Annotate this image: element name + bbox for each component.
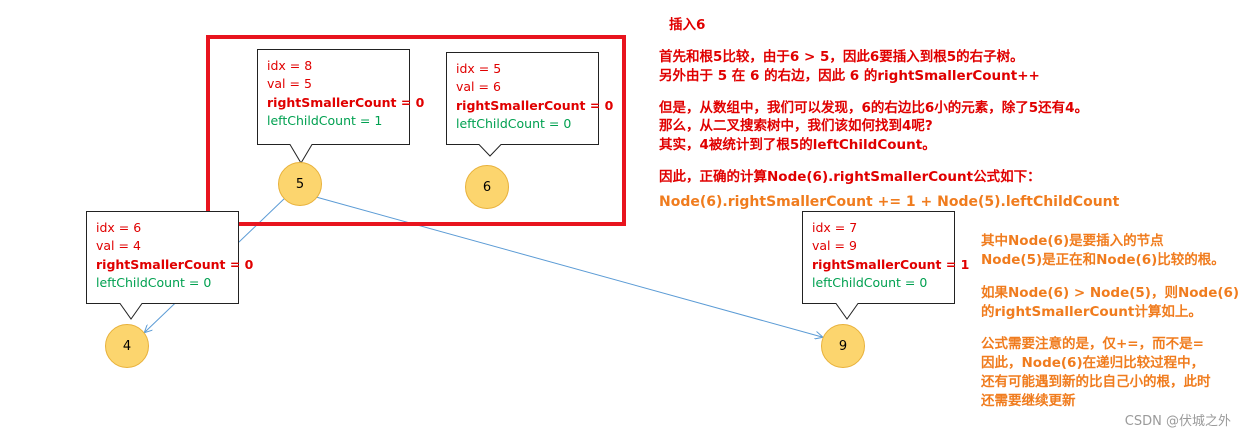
callout-bubble-shape	[446, 52, 599, 157]
note-line	[659, 155, 1088, 169]
explanation-red-notes: 插入6 首先和根5比较，由于6 > 5，因此6要插入到根5的右子树。 另外由于 …	[659, 16, 1088, 187]
note-line: 另外由于 5 在 6 的右边，因此 6 的rightSmallerCount++	[659, 67, 1040, 84]
note-line	[981, 270, 1239, 284]
node-5-left-child-count: leftChildCount = 1	[267, 112, 383, 128]
edge-5-to-9	[315, 196, 822, 337]
note-line	[981, 322, 1239, 336]
node-6-left-child-count: leftChildCount = 0	[456, 115, 572, 131]
comparison-highlight-box	[206, 35, 626, 226]
callout-bubble-shape	[86, 211, 239, 320]
node-4-idx: idx = 6	[96, 220, 142, 235]
callout-bubble-shape	[257, 49, 410, 164]
note-line: 那么，从二叉搜索树中，我们该如何找到4呢?	[659, 118, 933, 135]
note-line: 其中Node(6)是要插入的节点	[981, 233, 1164, 249]
node-9-val: val = 9	[812, 238, 857, 254]
tree-node-4: 4	[105, 324, 149, 368]
node-9-left-child-count: leftChildCount = 0	[812, 274, 928, 290]
node-6-val: val = 6	[456, 79, 501, 95]
node-5-right-smaller-count: rightSmallerCount = 0	[267, 94, 425, 110]
note-title: 插入6	[669, 17, 706, 33]
node-4-val: val = 4	[96, 238, 141, 254]
node-4-right-smaller-count: rightSmallerCount = 0	[96, 256, 254, 272]
note-line: 但是，从数组中，我们可以发现，6的右边比6小的元素，除了5还有4。	[659, 99, 1089, 116]
note-line: 公式需要注意的是，仅+=，而不是=	[981, 336, 1204, 352]
watermark: CSDN @伏城之外	[1124, 414, 1231, 429]
callout-node-6: idx = 5 val = 6 rightSmallerCount = 0 le…	[446, 52, 613, 157]
node-9-right-smaller-count: rightSmallerCount = 1	[812, 256, 970, 272]
note-line: 还有可能遇到新的比自己小的根，此时	[981, 374, 1211, 390]
formula-text: Node(6).rightSmallerCount += 1 + Node(5)…	[659, 194, 1120, 210]
note-line: 首先和根5比较，由于6 > 5，因此6要插入到根5的右子树。	[659, 49, 1024, 66]
note-line: 如果Node(6) > Node(5)，则Node(6)	[981, 284, 1240, 301]
explanation-orange-notes: 其中Node(6)是要插入的节点 Node(5)是正在和Node(6)比较的根。…	[981, 232, 1239, 411]
callout-node-9: idx = 7 val = 9 rightSmallerCount = 1 le…	[802, 211, 969, 320]
note-line: 其实，4被统计到了根5的leftChildCount。	[659, 136, 936, 153]
callout-node-4: idx = 6 val = 4 rightSmallerCount = 0 le…	[86, 211, 253, 320]
note-line: 因此，Node(6)在递归比较过程中，	[981, 355, 1205, 371]
note-line: Node(5)是正在和Node(6)比较的根。	[981, 252, 1225, 268]
tree-node-5: 5	[278, 162, 322, 206]
note-line: 还需要继续更新	[981, 393, 1076, 409]
note-line	[659, 35, 1088, 49]
node-5-idx: idx = 8	[267, 58, 313, 73]
note-line: 的rightSmallerCount计算如上。	[981, 303, 1202, 320]
node-6-idx: idx = 5	[456, 61, 502, 76]
node-4-left-child-count: leftChildCount = 0	[96, 274, 212, 290]
node-6-right-smaller-count: rightSmallerCount = 0	[456, 97, 614, 113]
tree-node-9: 9	[821, 324, 865, 368]
note-line	[659, 85, 1088, 99]
callout-bubble-shape	[802, 211, 955, 320]
note-line: 因此，正确的计算Node(6).rightSmallerCount公式如下：	[659, 169, 1041, 186]
node-9-idx: idx = 7	[812, 220, 858, 235]
callout-node-5: idx = 8 val = 5 rightSmallerCount = 0 le…	[257, 49, 424, 164]
node-5-val: val = 5	[267, 76, 312, 92]
tree-node-6: 6	[465, 165, 509, 209]
